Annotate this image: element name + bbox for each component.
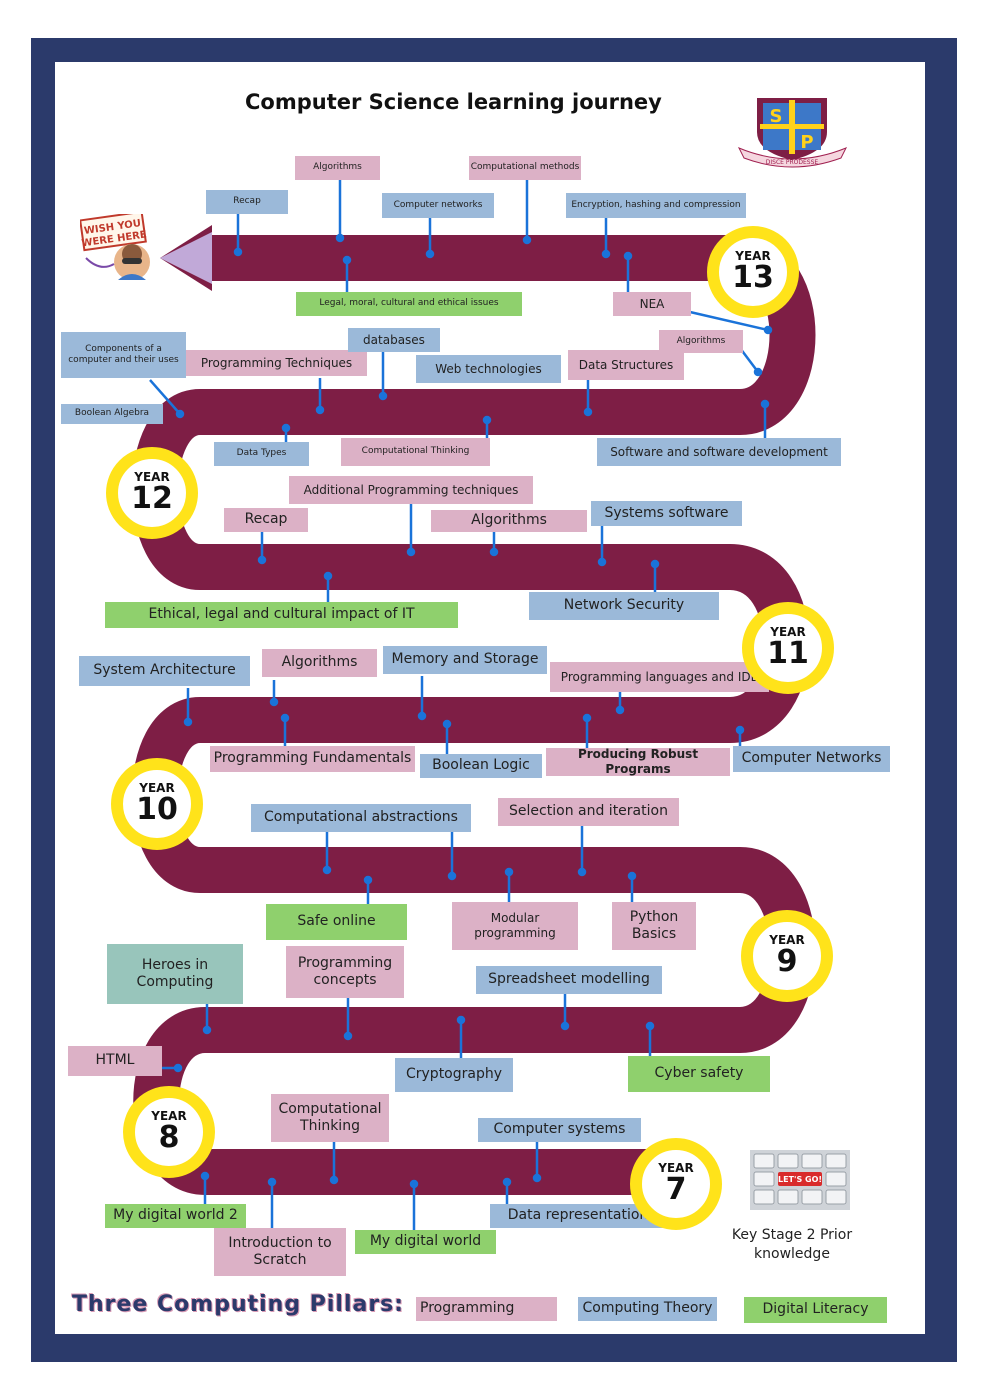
label-y9-selection-iteration: Selection and iteration <box>498 798 679 826</box>
label-y11-recap: Recap <box>224 508 308 532</box>
keyboard-lets-go-icon: LET'S GO! <box>750 1150 850 1210</box>
label-y13-computer-networks: Computer networks <box>382 193 494 218</box>
spotlight-beam <box>160 232 212 284</box>
page-title: Computer Science learning journey <box>245 90 662 114</box>
logo-letter-s: S <box>770 106 783 127</box>
logo-motto: DISCE PRODESSE <box>766 159 819 166</box>
label-y10-robust-programs: Producing Robust Programs <box>546 747 730 776</box>
label-y12-databases: databases <box>348 328 440 352</box>
label-y7-intro-scratch: Introduction to Scratch <box>214 1228 346 1276</box>
label-y9-safe-online: Safe online <box>266 904 407 940</box>
label-y11-additional-programming: Additional Programming techniques <box>289 476 533 504</box>
label-y13-computational-methods: Computational methods <box>469 156 581 180</box>
label-y13-legal-moral: Legal, moral, cultural and ethical issue… <box>296 292 522 316</box>
label-y13-recap: Recap <box>206 190 288 214</box>
label-y12-computational-thinking: Computational Thinking <box>341 438 490 466</box>
label-y8-programming-concepts: Programming concepts <box>286 946 404 998</box>
label-y10-system-architecture: System Architecture <box>79 656 250 686</box>
label-y8-cryptography: Cryptography <box>395 1058 513 1092</box>
label-y11-algorithms: Algorithms <box>431 510 587 532</box>
legend-computing-theory: Computing Theory <box>578 1297 717 1321</box>
label-y9-modular-programming: Modular programming <box>452 902 578 950</box>
label-y12-data-types: Data Types <box>214 442 309 466</box>
label-y8-cyber-safety: Cyber safety <box>628 1056 770 1092</box>
label-y11-ethical-legal: Ethical, legal and cultural impact of IT <box>105 602 458 628</box>
label-y10-programming-languages: Programming languages and IDE <box>550 662 769 692</box>
label-y12-web-technologies: Web technologies <box>416 355 561 383</box>
label-y11-network-security: Network Security <box>529 592 719 620</box>
label-y8-heroes: Heroes in Computing <box>107 944 243 1004</box>
label-y7-computer-systems: Computer systems <box>478 1118 641 1142</box>
label-y12-algorithms: Algorithms <box>659 330 743 353</box>
road-path <box>132 235 816 1195</box>
postcard-icon: WISH YOU WERE HERE <box>80 214 150 280</box>
label-y7-computational-thinking: Computational Thinking <box>271 1094 389 1142</box>
legend-digital-literacy: Digital Literacy <box>744 1297 887 1323</box>
label-y11-systems-software: Systems software <box>591 501 742 526</box>
logo-letter-p: P <box>800 132 813 153</box>
school-crest-icon: DISCE PRODESSE S P <box>737 98 848 168</box>
label-y12-programming-techniques: Programming Techniques <box>186 350 367 376</box>
label-y12-boolean-algebra: Boolean Algebra <box>61 404 163 424</box>
legend-programming: Programming <box>416 1297 557 1321</box>
label-y10-algorithms: Algorithms <box>262 649 377 677</box>
label-y13-algorithms: Algorithms <box>295 156 380 180</box>
label-y12-software-dev: Software and software development <box>597 438 841 466</box>
label-y13-encryption: Encryption, hashing and compression <box>566 193 746 218</box>
ks2-caption: Key Stage 2 Prior knowledge <box>731 1227 853 1262</box>
label-y7-digital-world: My digital world <box>355 1230 496 1254</box>
label-y12-data-structures: Data Structures <box>568 350 684 380</box>
label-y10-programming-fundamentals: Programming Fundamentals <box>210 746 415 772</box>
label-y9-python-basics: Python Basics <box>612 902 696 950</box>
label-y10-memory-storage: Memory and Storage <box>383 646 547 674</box>
legend-heading: Three Computing Pillars: <box>72 1292 405 1317</box>
label-y10-boolean-logic: Boolean Logic <box>420 754 542 778</box>
pins <box>149 180 773 1230</box>
keyboard-key-text: LET'S GO! <box>778 1175 822 1184</box>
label-y12-components: Components of a computer and their uses <box>61 332 186 378</box>
label-y9-computational-abstractions: Computational abstractions <box>251 804 471 832</box>
label-y7-digital-world-2: My digital world 2 <box>105 1204 246 1228</box>
label-y8-html: HTML <box>68 1046 162 1076</box>
label-y8-spreadsheet: Spreadsheet modelling <box>476 966 662 994</box>
label-y13-nea: NEA <box>613 292 691 316</box>
label-y10-computer-networks: Computer Networks <box>733 746 890 772</box>
